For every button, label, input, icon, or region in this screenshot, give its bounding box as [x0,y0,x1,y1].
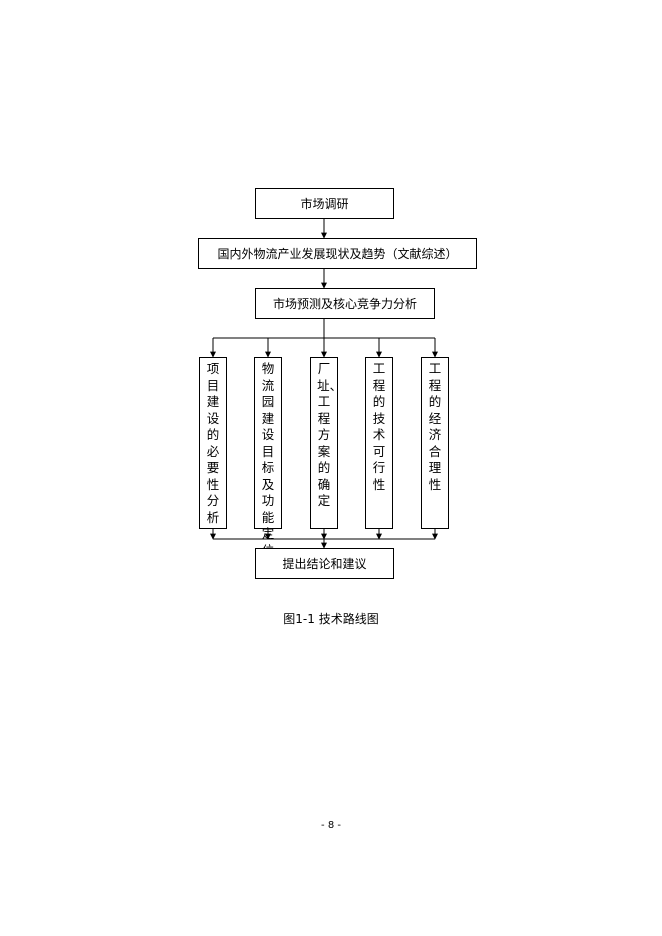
node-branch-necessity: 项目建设的必要性分析 [199,357,227,529]
node-industry-status: 国内外物流产业发展现状及趋势（文献综述） [198,238,477,269]
node-branch-site: 厂址、工程方案的确定 [310,357,343,529]
page-number: - 8 - [321,820,341,831]
node-branch-site-label: 厂址、工程方案的确定 [317,361,343,508]
node-conclusion: 提出结论和建议 [255,548,394,579]
node-branch-necessity-label: 项目建设的必要性分析 [206,361,220,525]
node-branch-economy: 工程的经济合理性 [421,357,449,529]
node-branch-tech-label: 工程的技术可行性 [372,361,386,492]
node-branch-economy-label: 工程的经济合理性 [428,361,442,492]
node-branch-tech: 工程的技术可行性 [365,357,393,529]
node-market-forecast: 市场预测及核心竞争力分析 [255,288,435,319]
node-branch-goals: 物流园建设目标及功能定位 [254,357,282,558]
node-branch-goals-label: 物流园建设目标及功能定位 [261,361,275,558]
node-market-research: 市场调研 [255,188,394,219]
figure-caption: 图1-1 技术路线图 [283,612,379,626]
